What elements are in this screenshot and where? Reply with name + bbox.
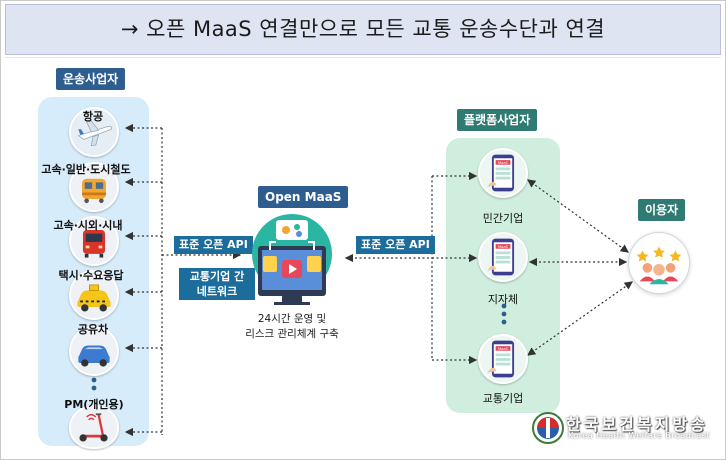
svg-text:MaaS: MaaS — [498, 161, 509, 165]
logo-subtitle: Korea Health Welfare Broadcast — [568, 431, 710, 440]
title-divider — [5, 57, 721, 58]
users-rating-icon — [628, 232, 690, 294]
taxi-icon — [69, 270, 119, 320]
transport-operators-heading: 운송사업자 — [56, 68, 126, 90]
bus-label: 고속·시외·시내 — [53, 219, 123, 232]
network-label-text: 교통기업 간 네트워크 — [189, 270, 245, 298]
airplane-icon — [69, 107, 119, 157]
transport-company-label: 교통기업 — [482, 392, 524, 405]
airline-label: 항공 — [82, 110, 104, 123]
train-icon — [69, 162, 119, 212]
svg-text:MaaS: MaaS — [498, 245, 509, 249]
railway-label: 고속·일반·도시철도 — [41, 163, 131, 176]
hub-caption-line1: 24시간 운영 및 — [257, 313, 327, 325]
hub-caption: 24시간 운영 및 리스크 관리체계 구축 — [245, 312, 339, 342]
page-title: → 오픈 MaaS 연결만으로 모든 교통 운송수단과 연결 — [120, 17, 606, 41]
std-api-left-label: 표준 오픈 API — [174, 236, 253, 254]
bus-icon — [69, 216, 119, 266]
broadcaster-logo — [532, 412, 564, 444]
maas-phone-icon: MaaS — [478, 334, 528, 384]
local-government-label: 지자체 — [487, 293, 519, 306]
open-maas-hub-icon — [242, 210, 342, 306]
logo-name: 한국보건복지방송 — [566, 415, 708, 434]
std-api-right-label: 표준 오픈 API — [356, 236, 435, 254]
car-sharing-label: 공유차 — [77, 323, 109, 336]
network-label: 교통기업 간 네트워크 — [179, 268, 255, 300]
user-heading: 이용자 — [638, 199, 686, 221]
platform-operators-heading: 플랫폼사업자 — [457, 109, 538, 131]
car-icon — [69, 326, 119, 376]
title-banner: → 오픈 MaaS 연결만으로 모든 교통 운송수단과 연결 — [5, 4, 721, 55]
svg-text:MaaS: MaaS — [498, 347, 509, 351]
maas-phone-icon: MaaS — [478, 148, 528, 198]
hub-caption-line2: 리스크 관리체계 구축 — [245, 328, 339, 340]
pm-label: PM(개인용) — [64, 398, 124, 411]
private-company-label: 민간기업 — [482, 212, 524, 225]
taxi-label: 택시·수요응답 — [58, 269, 124, 282]
kick-scooter-icon — [69, 405, 119, 449]
open-maas-heading: Open MaaS — [258, 186, 349, 208]
maas-phone-icon: MaaS — [478, 232, 528, 282]
